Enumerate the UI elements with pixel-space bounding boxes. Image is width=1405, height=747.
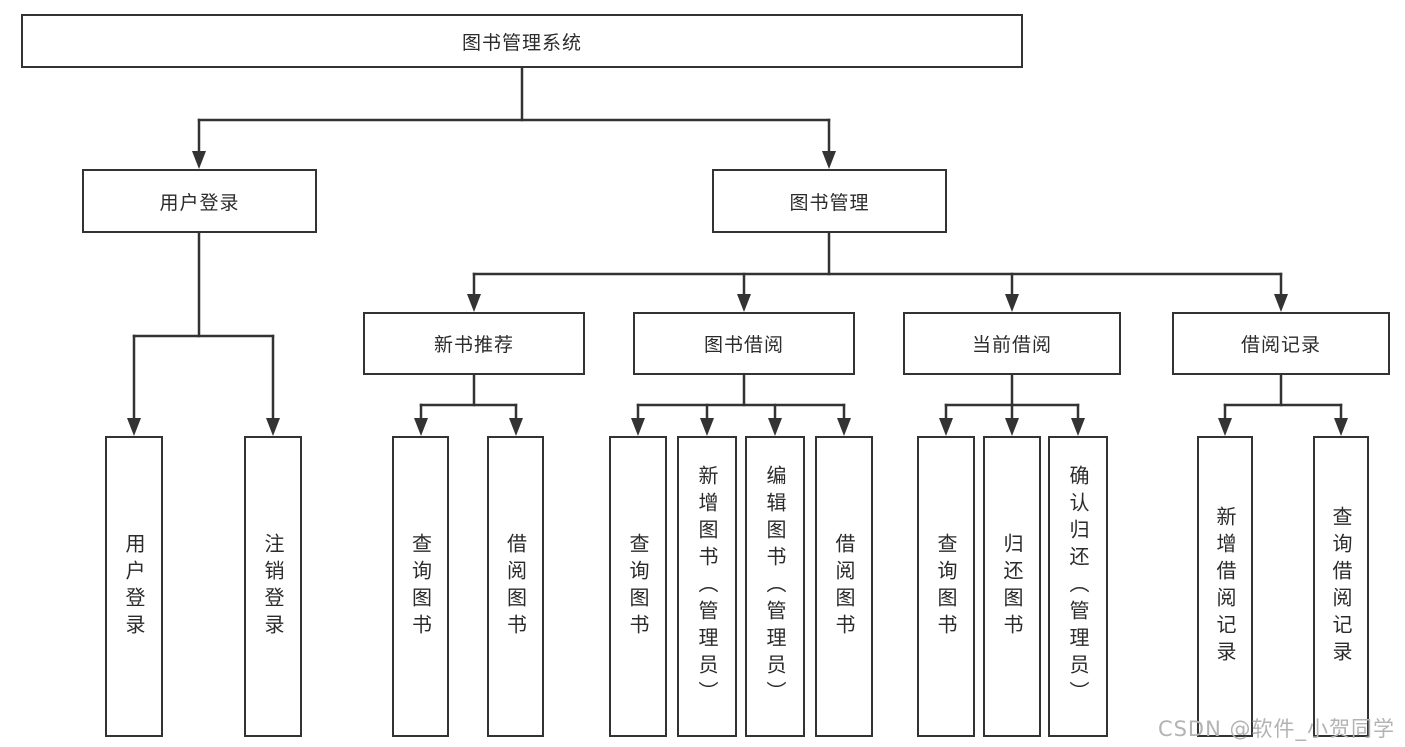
- node-user-login: 用户登录: [105, 436, 163, 737]
- node-label: 新增图书（管理员）: [695, 465, 719, 708]
- node-label: 注销登录: [261, 532, 285, 641]
- node-book-management: 图书管理: [712, 169, 947, 233]
- node-add-books-admin: 新增图书（管理员）: [677, 436, 737, 737]
- node-label: 借阅图书: [832, 532, 856, 641]
- node-new-book-recommendation: 新书推荐: [363, 312, 585, 375]
- node-confirm-return-admin: 确认归还（管理员）: [1048, 436, 1108, 737]
- node-query-books: 查询图书: [609, 436, 667, 737]
- node-user-login-group: 用户登录: [82, 169, 317, 233]
- node-query-books: 查询图书: [917, 436, 975, 737]
- node-label: 编辑图书（管理员）: [763, 465, 787, 708]
- node-label: 借阅图书: [503, 532, 528, 641]
- node-label: 确认归还（管理员）: [1066, 465, 1090, 708]
- node-add-borrow-record: 新增借阅记录: [1197, 436, 1253, 737]
- node-query-books: 查询图书: [392, 436, 449, 737]
- node-label: 查询图书: [934, 532, 958, 641]
- node-current-borrowing: 当前借阅: [903, 312, 1121, 375]
- node-borrow-books: 借阅图书: [815, 436, 873, 737]
- node-query-borrow-record: 查询借阅记录: [1313, 436, 1369, 737]
- node-label: 归还图书: [1000, 532, 1024, 641]
- node-logout: 注销登录: [244, 436, 302, 737]
- node-library-management-system: 图书管理系统: [21, 14, 1023, 68]
- node-label: 查询借阅记录: [1329, 505, 1353, 668]
- node-label: 用户登录: [122, 532, 146, 641]
- node-book-borrowing: 图书借阅: [633, 312, 855, 375]
- node-edit-books-admin: 编辑图书（管理员）: [745, 436, 805, 737]
- node-label: 新增借阅记录: [1213, 505, 1237, 668]
- node-label: 查询图书: [626, 532, 650, 641]
- csdn-watermark: CSDN @软件_小贺同学: [1157, 717, 1395, 741]
- node-return-books: 归还图书: [983, 436, 1041, 737]
- node-borrow-books: 借阅图书: [487, 436, 544, 737]
- node-borrowing-records: 借阅记录: [1172, 312, 1390, 375]
- node-label: 查询图书: [408, 532, 433, 641]
